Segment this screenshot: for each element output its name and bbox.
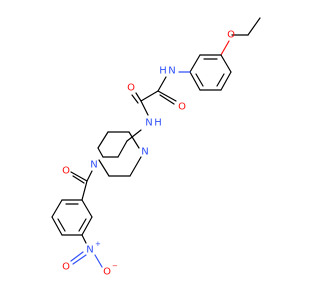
nitro-oxygen-2-label: O bbox=[103, 267, 111, 278]
nitro-oxygen-1-label: O bbox=[62, 262, 70, 273]
amide1-nitrogen-label: N bbox=[168, 66, 175, 77]
oxalamide-group bbox=[131, 71, 191, 116]
nitro-oxygen-2-charge: − bbox=[112, 262, 118, 270]
nitro-nitrogen-charge: + bbox=[95, 240, 101, 248]
ether-oxygen-label: O bbox=[227, 30, 235, 41]
amide2-oxygen-label: O bbox=[127, 83, 135, 94]
nitrophenyl-ring bbox=[51, 199, 93, 236]
nitro-nitrogen-label: N bbox=[86, 245, 93, 256]
nitro-group bbox=[70, 234, 103, 268]
ethyl-linker bbox=[97, 129, 142, 158]
amide2-nitrogen-label: N bbox=[145, 118, 152, 129]
carbonyl-oxygen-label: O bbox=[62, 166, 70, 177]
piperazine-nitrogen-2-label: N bbox=[90, 160, 97, 171]
ethyl-ch3-bond bbox=[247, 17, 261, 36]
benzoyl-carbonyl bbox=[70, 170, 93, 201]
structure-svg: O N H O O N H N N O N + O O − bbox=[51, 17, 261, 278]
ethoxy-group bbox=[220, 17, 261, 56]
phenyl-ring-top bbox=[189, 54, 232, 91]
amide2-hydrogen-label: H bbox=[154, 118, 162, 129]
molecule-diagram: O N H O O N H N N O N + O O − bbox=[51, 17, 261, 278]
amide1-carbon-bond bbox=[157, 76, 167, 92]
ether-o-ring-bond bbox=[220, 40, 230, 56]
amide1-oxygen-label: O bbox=[178, 102, 186, 113]
piperazine-ring bbox=[97, 131, 142, 177]
amide1-hydrogen-label: H bbox=[159, 66, 167, 77]
piperazine-nitrogen-1-label: N bbox=[141, 147, 148, 158]
